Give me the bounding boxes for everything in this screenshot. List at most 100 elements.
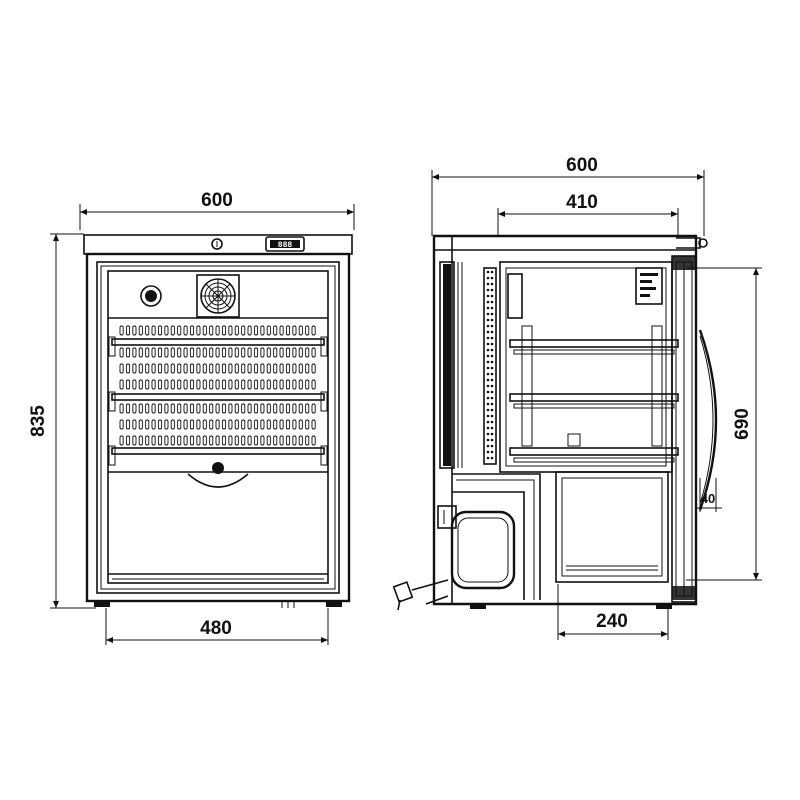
shelf-perforation (260, 379, 265, 390)
shelf-perforation (305, 403, 310, 414)
shelf-perforation (292, 347, 297, 358)
shelf-3 (111, 447, 325, 455)
shelf-perforation (241, 419, 246, 430)
evaporator-dot (490, 444, 494, 448)
shelf-perforation (241, 347, 246, 358)
evaporator-dot (486, 444, 490, 448)
shelf-perforation (285, 363, 291, 374)
shelf-perforation (209, 435, 214, 446)
shelf-perforation (247, 379, 252, 390)
shelf-perforation (241, 325, 246, 336)
shelf-perforation (253, 363, 259, 374)
side-height-label: 690 (732, 408, 753, 440)
shelf-perforation (151, 363, 156, 374)
shelf-perforation (273, 347, 278, 358)
shelf-perforation (298, 419, 303, 430)
evaporator-dot (490, 426, 494, 430)
evaporator-dot (490, 384, 494, 388)
shelf-perforation (253, 419, 259, 430)
side-door (671, 255, 697, 603)
shelf-perforation (234, 379, 239, 390)
evaporator-dot (486, 348, 490, 352)
shelf-perforation (170, 435, 175, 446)
drain-plug (212, 462, 224, 474)
evaporator-dot (490, 336, 494, 340)
shelf-perforation (273, 403, 278, 414)
shelf-perforation (164, 379, 169, 390)
shelf-perforation (177, 419, 182, 430)
hinge-top (698, 238, 708, 248)
shelf-perforation (266, 325, 271, 336)
side-inner-depth-label: 410 (566, 192, 598, 213)
shelf-perforation (234, 347, 239, 358)
shelf-perforation (164, 363, 169, 374)
shelf-perforation (170, 363, 175, 374)
evaporator-dot (486, 390, 490, 394)
shelf-perforation (298, 325, 303, 336)
shelf-perforation (292, 379, 297, 390)
evaporator-plate (486, 270, 494, 460)
shelf-perforation (253, 347, 259, 358)
shelf-perforation (228, 347, 233, 358)
evaporator-dot (486, 354, 490, 358)
shelf-perforation (234, 403, 239, 414)
shelf-perforation (157, 363, 163, 374)
shelf-perforation (177, 363, 182, 374)
shelf-perforation (125, 379, 131, 390)
shelf-perforation (183, 435, 188, 446)
side-height-dimension: 690 (686, 267, 762, 581)
evaporator-dot (490, 438, 494, 442)
shelf-perforation (241, 403, 246, 414)
evaporator-dot (490, 408, 494, 412)
shelf-perforation (215, 435, 220, 446)
shelf-perforation (164, 419, 169, 430)
evaporator-dot (490, 378, 494, 382)
shelf-perforation (189, 379, 195, 390)
shelf-perforation (157, 419, 163, 430)
evaporator-dot (490, 318, 494, 322)
evaporator-dot (486, 408, 490, 412)
shelf-perforation (305, 363, 310, 374)
shelf-perforation (311, 435, 316, 446)
shelf-perforation (170, 379, 175, 390)
foot-right (326, 601, 342, 607)
side-inner-depth-dimension: 410 (497, 192, 679, 236)
shelf-perforation (209, 379, 214, 390)
side-shelf-1 (509, 339, 679, 348)
shelf-perforation (247, 363, 252, 374)
lock-icon (211, 238, 223, 250)
shelf-perforation (132, 419, 137, 430)
evaporator-dot (486, 432, 490, 436)
shelf-perforation (145, 363, 150, 374)
shelf-perforation (202, 435, 207, 446)
shelf-perforation (298, 435, 303, 446)
evaporator-dot (486, 414, 490, 418)
shelf-perforation (119, 379, 124, 390)
shelf-perforation (202, 363, 207, 374)
evaporator-dot (486, 450, 490, 454)
shelf-perforation (298, 363, 303, 374)
shelf-perforation (305, 379, 310, 390)
shelf-perforation (189, 325, 195, 336)
shelf-2 (111, 393, 325, 401)
front-inner-width-dimension: 480 (105, 608, 329, 645)
shelf-perforation (209, 347, 214, 358)
lower-drawer (555, 471, 669, 583)
shelf-perforation (253, 325, 259, 336)
shelf-perforation (151, 403, 156, 414)
shelf-perforation (273, 419, 278, 430)
evaporator-dot (490, 390, 494, 394)
evaporator-dot (486, 438, 490, 442)
side-inner-cavity (499, 261, 673, 473)
evaporator-dot (490, 288, 494, 292)
shelf-perforation (311, 379, 316, 390)
evaporator-dot (490, 372, 494, 376)
shelf-perforation (215, 325, 220, 336)
evaporator-dot (490, 282, 494, 286)
shelf-perforation (273, 325, 278, 336)
evaporator-dot (490, 456, 494, 460)
shelf-perforation (189, 419, 195, 430)
front-view: 600 835 888 (28, 190, 355, 645)
shelf-perforation (221, 325, 227, 336)
shelf-perforation (177, 435, 182, 446)
